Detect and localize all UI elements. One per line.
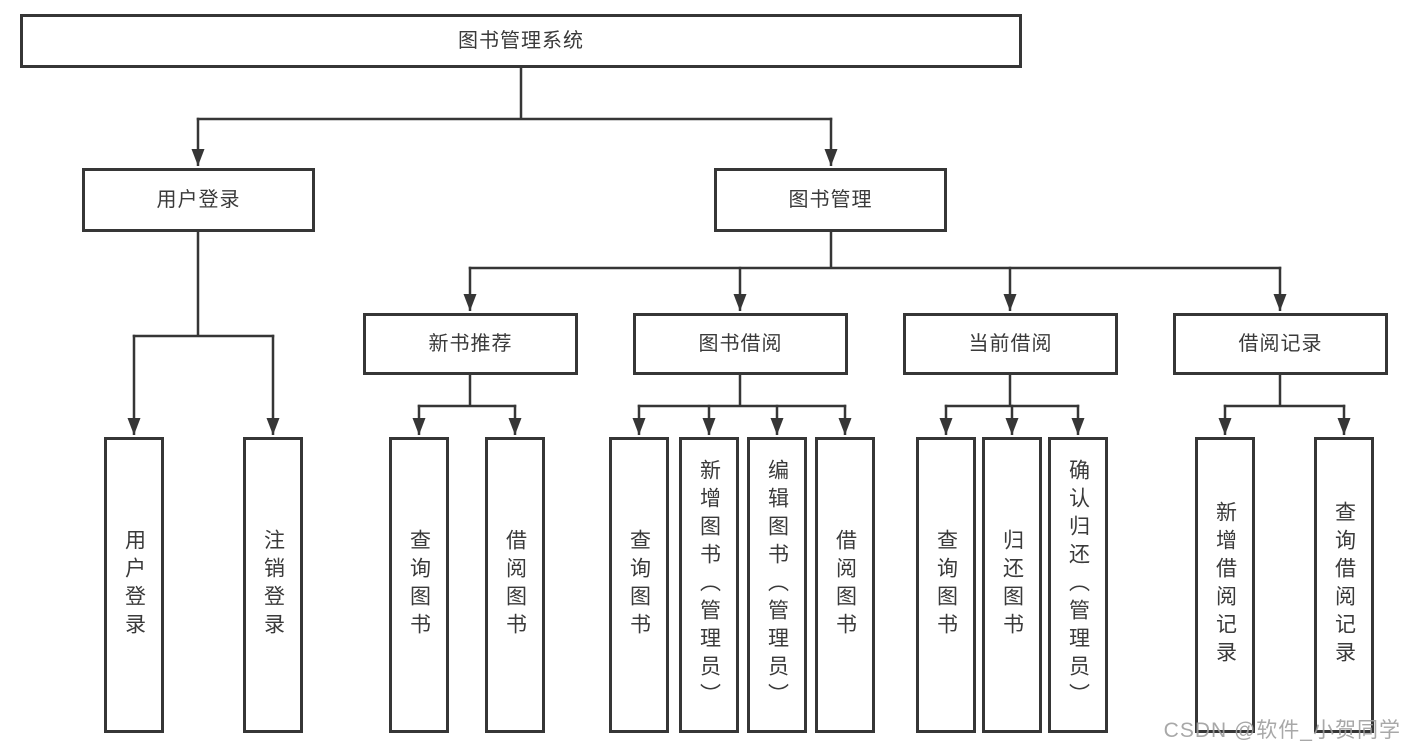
connector-current-borrow-section bbox=[939, 375, 1085, 435]
leaf-query-book-recommend: 查询图书 bbox=[389, 437, 449, 733]
leaf-borrow-book: 借阅图书 bbox=[815, 437, 875, 733]
node-user-login: 用户登录 bbox=[82, 168, 315, 232]
leaf-borrow-book-recommend: 借阅图书 bbox=[485, 437, 545, 733]
leaf-edit-book-admin: 编辑图书（管理员） bbox=[747, 437, 807, 733]
connector-borrow-record-section bbox=[1218, 375, 1351, 435]
node-new-book-recommend: 新书推荐 bbox=[363, 313, 578, 375]
node-book-management: 图书管理 bbox=[714, 168, 947, 232]
connector-book-borrow-section bbox=[632, 375, 852, 435]
connector-root-to-level2 bbox=[191, 68, 838, 166]
connector-book-mgmt-branch bbox=[463, 232, 1287, 311]
connector-user-login-branch bbox=[127, 232, 280, 435]
leaf-user-login: 用户登录 bbox=[104, 437, 164, 733]
connector-new-book-section bbox=[412, 375, 522, 435]
leaf-add-book-admin: 新增图书（管理员） bbox=[679, 437, 739, 733]
csdn-watermark: CSDN @软件_小贺同学 bbox=[1163, 719, 1401, 742]
leaf-confirm-return-admin: 确认归还（管理员） bbox=[1048, 437, 1108, 733]
node-borrow-records: 借阅记录 bbox=[1173, 313, 1388, 375]
leaf-logout: 注销登录 bbox=[243, 437, 303, 733]
leaf-add-borrow-record: 新增借阅记录 bbox=[1195, 437, 1255, 733]
node-current-borrow: 当前借阅 bbox=[903, 313, 1118, 375]
leaf-query-borrow-record: 查询借阅记录 bbox=[1314, 437, 1374, 733]
leaf-query-book-borrow: 查询图书 bbox=[609, 437, 669, 733]
leaf-query-book-current: 查询图书 bbox=[916, 437, 976, 733]
node-book-borrow: 图书借阅 bbox=[633, 313, 848, 375]
node-root-system: 图书管理系统 bbox=[20, 14, 1022, 68]
leaf-return-book: 归还图书 bbox=[982, 437, 1042, 733]
